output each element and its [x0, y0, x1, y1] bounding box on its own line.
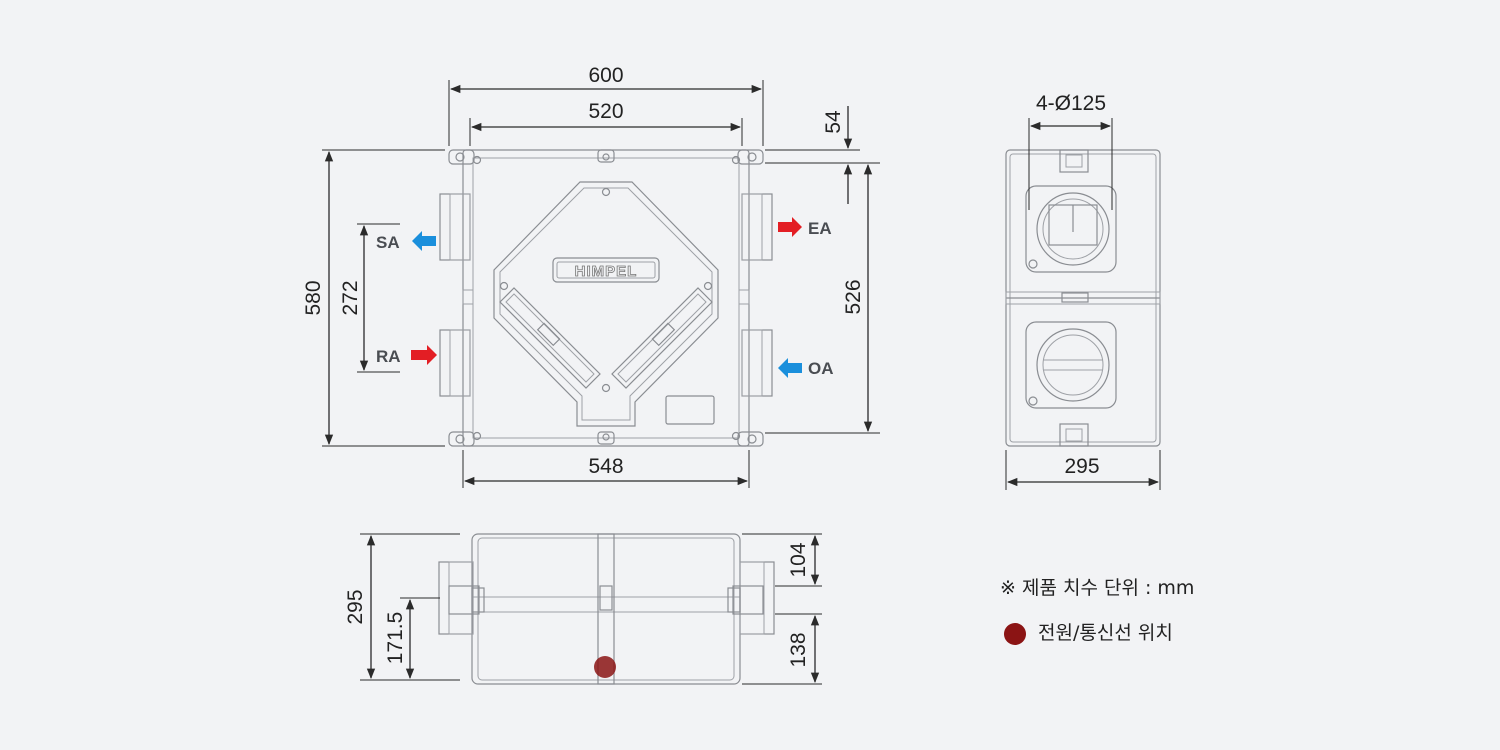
dim-front-power-height: 171.5: [384, 612, 407, 665]
port-label-ra: RA: [376, 347, 401, 366]
port-label-sa: SA: [376, 233, 400, 252]
dim-front-height: 295: [344, 589, 367, 624]
dim-right-offset: 54: [822, 110, 845, 134]
exhaust-arrow-ea: [778, 217, 802, 237]
legend-power: 전원/통신선 위치: [1004, 618, 1173, 645]
dim-side-diameter: 4-Ø125: [1036, 92, 1106, 115]
dim-top-height: 580: [302, 280, 325, 315]
dim-top-bottom-width: 548: [588, 455, 623, 478]
legend-power-label: 전원/통신선 위치: [1038, 622, 1173, 644]
side-view: [1005, 149, 1161, 447]
dim-side-width: 295: [1064, 455, 1099, 478]
port-label-ea: EA: [808, 219, 832, 238]
dim-right-height: 526: [842, 279, 865, 314]
unit-note: ※ 제품 치수 단위 : mm: [1000, 577, 1195, 599]
power-location-marker: [594, 656, 616, 678]
dim-front-upper: 104: [787, 542, 810, 577]
supply-arrow-sa: [412, 231, 436, 251]
brand-logo: HIMPEL: [575, 263, 638, 280]
side-view-dimensions: 4-Ø125 295: [1005, 92, 1161, 490]
supply-arrow-oa: [778, 358, 802, 378]
top-view: HIMPEL: [439, 149, 773, 447]
dim-front-lower: 138: [787, 632, 810, 667]
front-view-dimensions: 295 171.5 104 138: [344, 533, 822, 685]
top-view-dimensions: 600 520 548 580 272 54 526: [302, 64, 880, 488]
exhaust-arrow-ra: [411, 345, 437, 365]
front-view: [438, 533, 775, 685]
dim-top-width-outer: 600: [588, 64, 623, 87]
port-label-oa: OA: [808, 359, 834, 378]
dim-top-width-inner: 520: [588, 100, 623, 123]
airflow-labels: SA RA EA OA: [376, 217, 834, 378]
dim-port-spacing: 272: [339, 280, 362, 315]
power-legend-dot: [1004, 622, 1026, 645]
